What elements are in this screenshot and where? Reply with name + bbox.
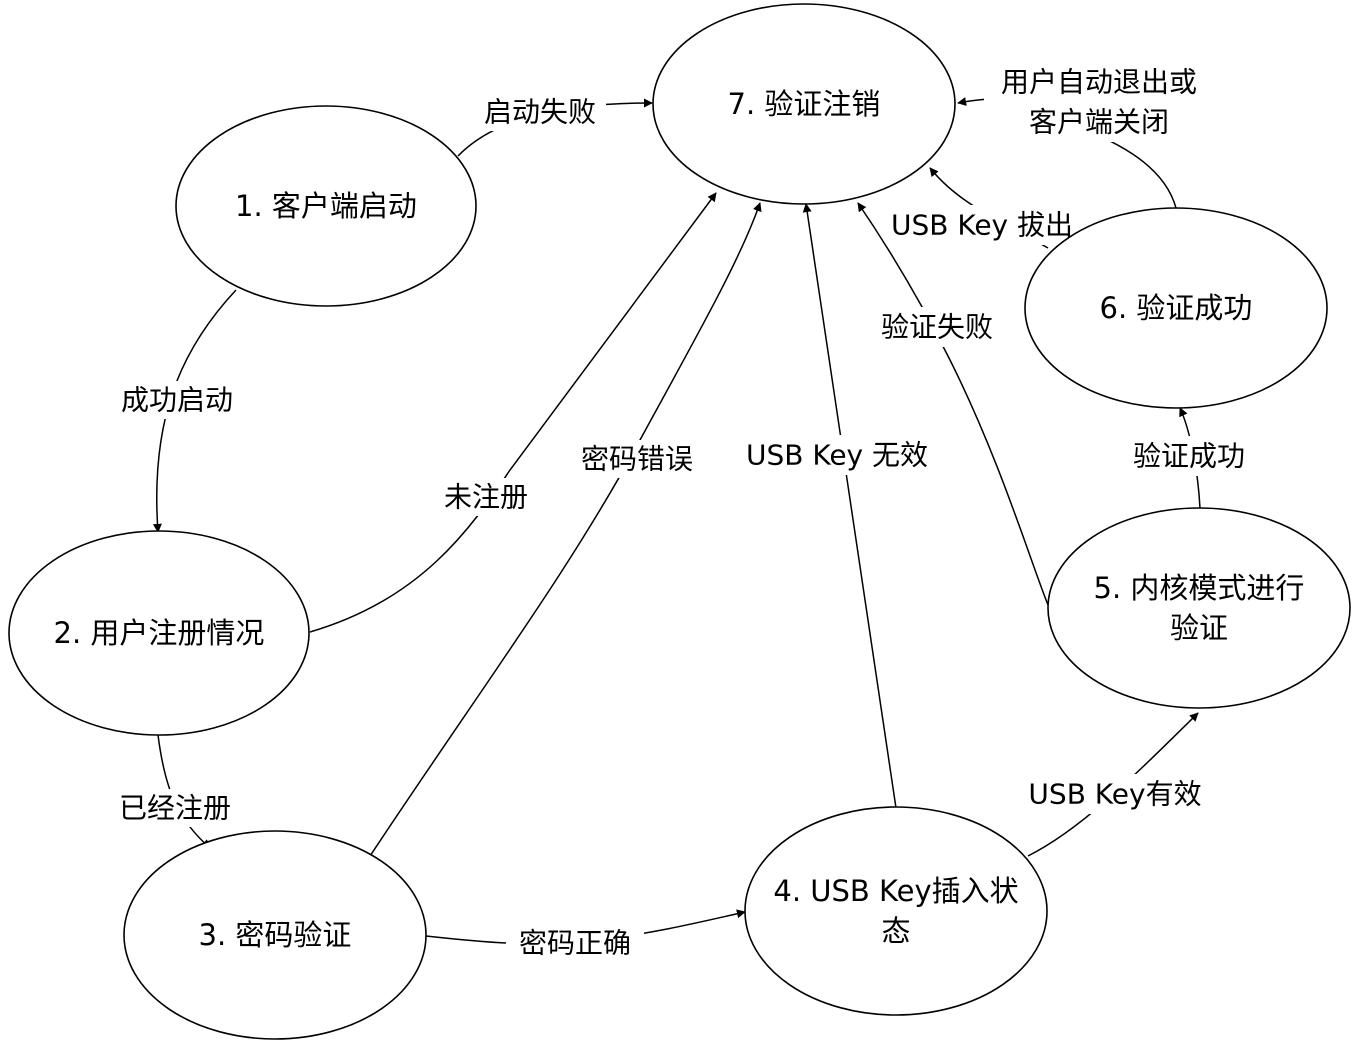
node-kernel-verify-label-line1: 5. 内核模式进行 (1094, 571, 1305, 605)
node-usbkey-insert: 4. USB Key插入状 态 (744, 806, 1048, 1016)
edge-label-usbkey-valid: USB Key有效 (1028, 778, 1201, 811)
node-verify-logout: 7. 验证注销 (652, 3, 956, 205)
node-verify-logout-label: 7. 验证注销 (728, 87, 881, 121)
node-verify-success-label: 6. 验证成功 (1100, 291, 1253, 325)
edge-label-verify-success: 验证成功 (1133, 440, 1245, 473)
edge-label-usbkey-invalid: USB Key 无效 (746, 439, 928, 472)
node-client-start: 1. 客户端启动 (175, 105, 477, 307)
node-password-verify: 3. 密码验证 (123, 830, 427, 1040)
edge-label-start-fail: 启动失败 (484, 96, 596, 129)
edge-label-registered: 已经注册 (119, 792, 231, 825)
node-kernel-verify: 5. 内核模式进行 验证 (1047, 507, 1351, 709)
node-kernel-verify-label-line2: 验证 (1170, 611, 1228, 645)
node-password-verify-label: 3. 密码验证 (199, 918, 352, 952)
edge-label-wrong-password: 密码错误 (581, 443, 693, 476)
edge-4-to-7 (802, 203, 897, 809)
node-client-start-label: 1. 客户端启动 (235, 189, 417, 223)
node-user-registration: 2. 用户注册情况 (8, 530, 310, 736)
node-user-registration-label: 2. 用户注册情况 (54, 616, 265, 650)
edge-3-to-7 (369, 202, 762, 857)
edge-label-correct-password: 密码正确 (519, 927, 631, 960)
edge-label-logout-line2: 客户端关闭 (1029, 106, 1169, 139)
edge-label-logout-line1: 用户自动退出或 (1001, 66, 1197, 99)
edge-label-unregistered: 未注册 (444, 481, 528, 514)
node-verify-success: 6. 验证成功 (1024, 207, 1328, 409)
node-usbkey-insert-label-line1: 4. USB Key插入状 (773, 874, 1018, 908)
edge-5-to-7 (857, 202, 1049, 606)
edge-label-verify-fail: 验证失败 (881, 311, 993, 344)
edge-label-start-success: 成功启动 (121, 384, 233, 417)
nodes: 1. 客户端启动 2. 用户注册情况 3. 密码验证 4. USB Key插入状… (8, 3, 1351, 1040)
edge-labels: 启动失败 成功启动 未注册 已经注册 密码错误 密码正确 USB Key 无效 … (106, 62, 1258, 962)
edge-label-usbkey-removed: USB Key 拔出 (891, 209, 1073, 242)
node-usbkey-insert-label-line2: 态 (881, 914, 910, 948)
